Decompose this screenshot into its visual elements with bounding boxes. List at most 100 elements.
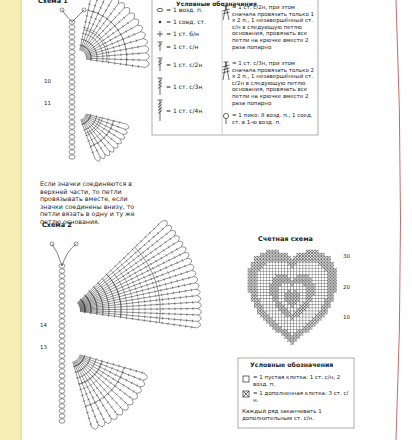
- filled-cell-mark: [330, 274, 333, 277]
- filled-cell-mark: [312, 250, 315, 253]
- chart-cell: [282, 268, 285, 271]
- antenna-tip: [74, 242, 78, 246]
- chart-cell: [309, 268, 312, 271]
- filled-cell-mark: [288, 256, 291, 259]
- chart-cell: [276, 302, 279, 305]
- chart-cell: [279, 317, 282, 320]
- chart-cell: [279, 256, 282, 259]
- chart-cell: [318, 287, 321, 290]
- chart-cell: [297, 320, 300, 323]
- body-chain: [59, 349, 65, 353]
- chart-cell: [279, 277, 282, 280]
- body-chain: [59, 364, 65, 368]
- filled-cell-mark: [251, 296, 254, 299]
- filled-cell-mark: [309, 253, 312, 256]
- chart-cell: [269, 271, 272, 274]
- chart-cell: [248, 290, 251, 293]
- chart-cell: [257, 299, 260, 302]
- body-chain: [59, 399, 65, 403]
- chart-cell: [318, 302, 321, 305]
- chart-cell: [312, 296, 315, 299]
- legend-frame: [238, 358, 354, 428]
- chart-cell: [282, 326, 285, 329]
- chart-cell: [269, 293, 272, 296]
- chart-cell: [266, 250, 269, 253]
- chart-cell: [266, 262, 269, 265]
- filled-cell-mark: [291, 305, 294, 308]
- filled-cell-mark: [309, 281, 312, 284]
- chart-cell: [266, 305, 269, 308]
- filled-cell-mark: [276, 281, 279, 284]
- chart-cell: [279, 262, 282, 265]
- chart-cell: [297, 271, 300, 274]
- body-chain: [69, 50, 75, 54]
- filled-cell-mark: [288, 314, 291, 317]
- chart-cell: [288, 305, 291, 308]
- chart-cell: [260, 293, 263, 296]
- filled-cell-mark: [251, 268, 254, 271]
- chart-cell: [266, 281, 269, 284]
- chart-cell: [260, 268, 263, 271]
- body-chain: [69, 125, 75, 129]
- filled-cell-mark: [297, 308, 300, 311]
- chart-cell: [321, 302, 324, 305]
- filled-cell-mark: [300, 253, 303, 256]
- chart-cell: [300, 314, 303, 317]
- filled-cell-mark: [321, 253, 324, 256]
- chart-cell: [269, 256, 272, 259]
- chart-cell: [279, 284, 282, 287]
- legend-entry: = 1 дополненная клетка: 3 ст. с/н.: [253, 390, 351, 403]
- chart-cell: [309, 317, 312, 320]
- chart-cell: [321, 281, 324, 284]
- filled-cell-mark: [260, 311, 263, 314]
- chart-cell: [330, 265, 333, 268]
- filled-cell-mark: [294, 302, 297, 305]
- chart-cell: [327, 277, 330, 280]
- chain-symbol: [157, 8, 163, 11]
- chart-cell: [324, 299, 327, 302]
- chart-cell: [297, 274, 300, 277]
- filled-cell-mark: [309, 250, 312, 253]
- chart-cell: [324, 284, 327, 287]
- chart-cell: [276, 326, 279, 329]
- body-chain: [69, 55, 75, 59]
- filled-cell-mark: [272, 299, 275, 302]
- chart-cell: [318, 314, 321, 317]
- filled-cell-mark: [327, 302, 330, 305]
- chart-cell: [324, 293, 327, 296]
- chart-cell: [254, 293, 257, 296]
- chart-cell: [285, 277, 288, 280]
- chart-cell: [321, 253, 324, 256]
- chart-cell: [282, 311, 285, 314]
- filled-cell-mark: [324, 302, 327, 305]
- chart-cell: [288, 335, 291, 338]
- wing-stitches: [77, 220, 201, 328]
- chart-cell: [282, 323, 285, 326]
- filled-cell-mark: [303, 302, 306, 305]
- chart-cell: [260, 262, 263, 265]
- chart-cell: [269, 277, 272, 280]
- chart-cell: [254, 299, 257, 302]
- filled-cell-mark: [312, 293, 315, 296]
- chart-cell: [285, 281, 288, 284]
- chart-cell: [288, 320, 291, 323]
- chart-cell: [309, 287, 312, 290]
- filled-cell-mark: [312, 284, 315, 287]
- chart-cell: [297, 293, 300, 296]
- chart-cell: [257, 287, 260, 290]
- chart-cell: [315, 311, 318, 314]
- filled-cell-mark: [285, 311, 288, 314]
- chart-cell: [321, 262, 324, 265]
- filled-cell-mark: [306, 253, 309, 256]
- filled-cell-mark: [272, 277, 275, 280]
- filled-cell-mark: [263, 311, 266, 314]
- chart-cell: [333, 268, 336, 271]
- chart-cell: [321, 284, 324, 287]
- filled-cell-symbol: [243, 391, 249, 397]
- filled-cell-mark: [333, 277, 336, 280]
- chart-cell: [257, 296, 260, 299]
- chart-cell: [254, 296, 257, 299]
- chart-cell: [309, 293, 312, 296]
- chart-cell: [248, 271, 251, 274]
- chart-cell: [272, 317, 275, 320]
